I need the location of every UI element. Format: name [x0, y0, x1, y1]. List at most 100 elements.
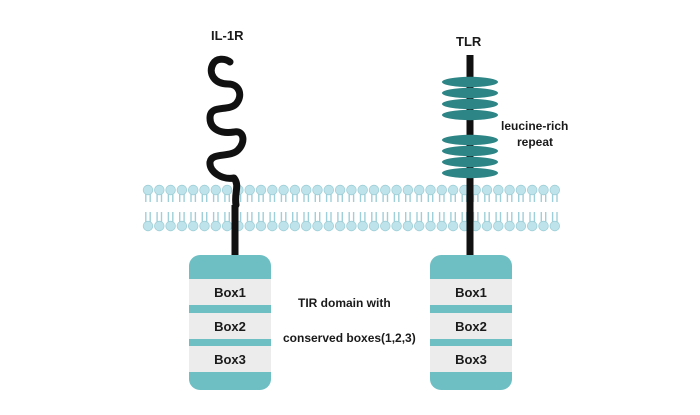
box1-band	[430, 279, 512, 305]
lipid-head	[549, 220, 561, 232]
il1r-ig-domain-coil	[206, 55, 247, 209]
lrr-disk	[442, 134, 498, 146]
lipid-head	[289, 220, 301, 232]
lipid-head	[312, 220, 323, 232]
lipid-head	[323, 184, 335, 196]
lipid-head	[346, 220, 357, 232]
lrr-disk	[442, 109, 498, 121]
lipid-head	[301, 184, 312, 196]
lipid-head	[425, 184, 436, 196]
lipid-head	[244, 220, 255, 232]
lipid-head	[402, 220, 414, 232]
tlr-receptor	[442, 55, 498, 260]
lipid-head	[447, 220, 459, 232]
lipid-head	[538, 184, 549, 196]
lipid-head	[504, 220, 515, 232]
box2-band	[189, 313, 271, 339]
lrr-disk	[442, 87, 498, 99]
lipid-head	[436, 184, 448, 196]
tir-domain-label-line2: conserved boxes(1,2,3)	[283, 331, 416, 345]
lipid-head	[154, 184, 165, 196]
lipid-head	[334, 184, 346, 196]
box3-label: Box3	[455, 352, 487, 367]
il1r-tir-domain: Box1 Box2 Box3	[189, 255, 271, 390]
lipid-head	[504, 184, 515, 196]
lipid-head	[210, 220, 222, 232]
lipid-head	[221, 184, 233, 196]
box1-label: Box1	[214, 285, 246, 300]
lipid-head	[267, 184, 278, 196]
lrr-disk	[442, 76, 498, 88]
lipid-head	[402, 184, 414, 196]
lipid-head	[165, 220, 176, 232]
lipid-head	[176, 184, 188, 196]
lipid-head	[289, 184, 301, 196]
lipid-head	[357, 220, 368, 232]
lipid-head	[493, 184, 504, 196]
box3-label: Box3	[214, 352, 246, 367]
leucine-rich-label-line1: leucine-rich	[501, 119, 569, 133]
tir-domain-label-line1: TIR domain with	[298, 296, 391, 310]
lipid-head	[278, 184, 289, 196]
lipid-head	[538, 220, 549, 232]
lrr-disk	[442, 145, 498, 157]
lipid-head	[323, 220, 335, 232]
il1r-receptor	[206, 55, 247, 260]
lipid-head	[142, 184, 154, 196]
lipid-head	[278, 220, 289, 232]
box1-label: Box1	[455, 285, 487, 300]
lipid-head	[312, 184, 323, 196]
lrr-disk	[442, 156, 498, 168]
lipid-head	[346, 184, 357, 196]
box3-band	[430, 346, 512, 372]
lipid-head	[414, 220, 425, 232]
lipid-head	[255, 220, 267, 232]
lipid-head	[447, 184, 459, 196]
lipid-head	[142, 220, 154, 232]
box2-label: Box2	[455, 319, 487, 334]
il1r-label: IL-1R	[211, 28, 244, 43]
lipid-head	[425, 220, 436, 232]
box1-band	[189, 279, 271, 305]
lipid-head	[380, 220, 391, 232]
lipid-head	[187, 184, 199, 196]
lipid-head	[380, 184, 391, 196]
lipid-head	[357, 184, 368, 196]
box2-band	[430, 313, 512, 339]
box3-band	[189, 346, 271, 372]
tlr-tir-domain: Box1 Box2 Box3	[430, 255, 512, 390]
lipid-head	[244, 184, 255, 196]
lipid-head	[391, 184, 402, 196]
lipid-head	[515, 220, 527, 232]
lipid-head	[255, 184, 267, 196]
lipid-head	[549, 184, 561, 196]
lipid-head	[187, 220, 199, 232]
lipid-head	[493, 220, 504, 232]
lipid-head	[527, 220, 538, 232]
lipid-head	[334, 220, 346, 232]
leucine-rich-repeat-disks	[442, 76, 498, 179]
lipid-head	[515, 184, 527, 196]
lipid-head	[267, 220, 278, 232]
lipid-head	[368, 220, 380, 232]
lipid-head	[368, 184, 380, 196]
lipid-head	[199, 184, 210, 196]
lipid-head	[210, 184, 222, 196]
lipid-head	[527, 184, 538, 196]
tlr-label: TLR	[456, 34, 482, 49]
lipid-head	[301, 220, 312, 232]
lipid-head	[165, 184, 176, 196]
lipid-head	[414, 184, 425, 196]
lipid-head	[391, 220, 402, 232]
lipid-head	[176, 220, 188, 232]
lipid-head	[481, 220, 493, 232]
lipid-head	[199, 220, 210, 232]
leucine-rich-label-line2: repeat	[517, 135, 554, 149]
lipid-head	[436, 220, 448, 232]
lipid-bilayer-membrane	[142, 184, 561, 232]
lipid-head	[221, 220, 233, 232]
lipid-head	[154, 220, 165, 232]
box2-label: Box2	[214, 319, 246, 334]
